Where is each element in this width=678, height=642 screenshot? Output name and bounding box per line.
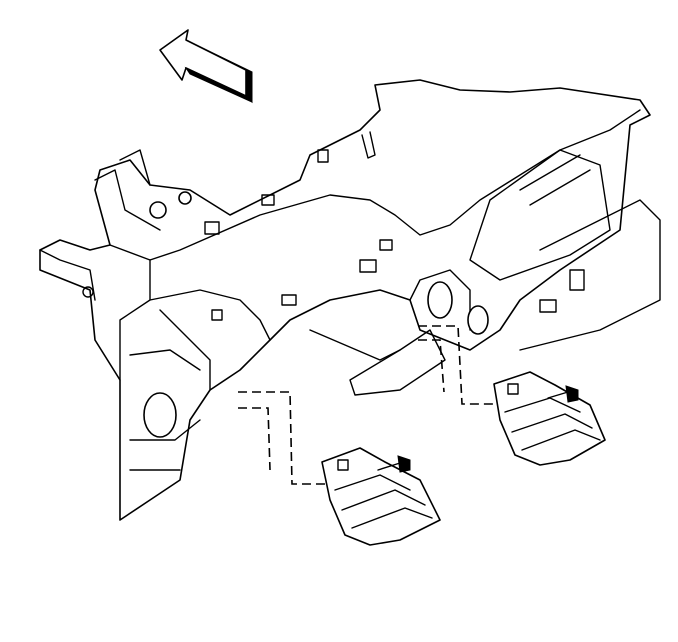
- direction-arrow-icon: [159, 29, 253, 104]
- leader-lines: [238, 325, 500, 485]
- bolt-icon: [377, 455, 411, 473]
- instrument-panel-carrier: [39, 79, 661, 521]
- right-bracket: [493, 371, 606, 466]
- left-bracket: [321, 447, 441, 546]
- bolt-icon: [547, 385, 579, 403]
